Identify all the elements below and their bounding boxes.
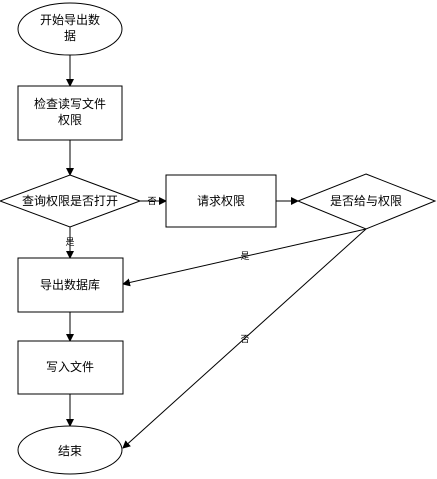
- node-is-granted-label: 是否给与权限: [330, 194, 402, 208]
- node-export-database-label: 导出数据库: [40, 277, 100, 292]
- node-write-file: 写入文件: [17, 340, 124, 395]
- node-is-granted: 是否给与权限: [296, 173, 437, 230]
- node-end-label: 结束: [58, 444, 82, 458]
- node-start-line2: 据: [64, 29, 76, 43]
- node-start-line1: 开始导出数: [40, 12, 100, 27]
- edge-label-perm-no: 否: [147, 196, 156, 207]
- node-request-permission-label: 请求权限: [197, 194, 245, 208]
- node-query-permission-open: 查询权限是否打开: [0, 174, 142, 228]
- node-request-permission: 请求权限: [165, 174, 277, 228]
- node-query-permission-open-label: 查询权限是否打开: [22, 194, 118, 208]
- node-export-database: 导出数据库: [17, 257, 124, 313]
- edge-label-perm-yes: 是: [65, 237, 74, 248]
- edge-label-granted-yes: 是: [240, 251, 249, 262]
- node-end: 结束: [17, 425, 123, 475]
- node-check-permission-line1: 检查读写文件: [34, 96, 106, 111]
- edge-granted-to-end: [122, 228, 367, 449]
- node-check-permission-line2: 权限: [58, 113, 82, 127]
- edge-granted-to-export: [122, 228, 367, 287]
- node-write-file-label: 写入文件: [46, 359, 94, 374]
- node-check-permission: 检查读写文件 权限: [17, 85, 123, 141]
- edge-label-granted-no: 否: [240, 334, 249, 345]
- node-start: 开始导出数 据: [17, 2, 123, 56]
